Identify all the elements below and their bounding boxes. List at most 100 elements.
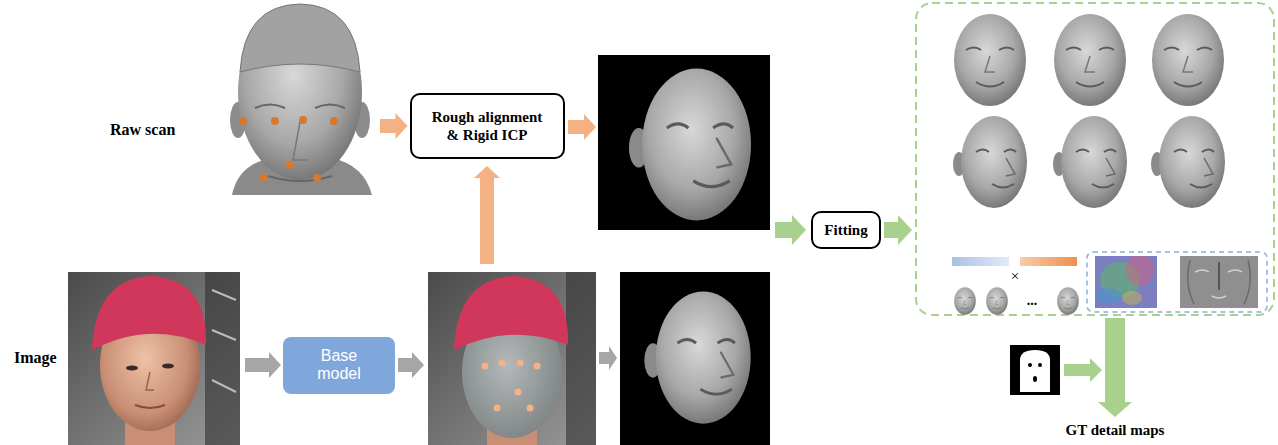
base-model-overlay: [482, 363, 489, 370]
masked-face-render: [644, 291, 750, 423]
model-box: Base model: [283, 337, 395, 394]
label-slot: ×: [1011, 268, 1019, 285]
fitting-results: [1180, 256, 1258, 308]
static-arrows: [1098, 318, 1132, 417]
fitting-results: [1188, 260, 1251, 304]
ellipsis-mark: ...: [1027, 293, 1038, 309]
base-model-overlay: [428, 272, 596, 445]
aligned-scan-render: [598, 55, 770, 230]
input-photo: [126, 366, 138, 371]
static-arrows: [775, 215, 806, 245]
fitting-results: [954, 14, 1026, 106]
base-model-overlay: [534, 363, 541, 370]
box-label: Rough alignment & Rigid ICP: [425, 108, 550, 144]
output-label: GT detail maps: [1066, 422, 1165, 439]
fitting-results: [1122, 291, 1142, 305]
aligned-scan-render: [629, 69, 751, 221]
raw-scan-render: [259, 174, 267, 182]
base-model-overlay: [527, 405, 534, 412]
fitting-results: [1053, 116, 1127, 208]
face-mask: [1028, 363, 1032, 367]
raw-scan-render: [268, 176, 332, 181]
fitting-results: [1095, 256, 1157, 308]
face-mask: [1020, 350, 1050, 392]
base-model-overlay: [454, 276, 568, 350]
raw-scan-render: [239, 117, 247, 125]
raw-scan-render: [271, 117, 279, 125]
fitting-results: [1020, 257, 1077, 266]
face-mask: [1010, 345, 1060, 395]
masked-face-render: [620, 272, 770, 445]
fitting-results: [953, 116, 1027, 208]
static-arrows: [599, 346, 617, 370]
base-model-overlay: [428, 272, 596, 445]
image-panel: Image: [8, 300, 243, 416]
raw-scan-render: [255, 105, 345, 109]
fitting-results: [1218, 262, 1220, 290]
block-arrow: [380, 113, 408, 139]
raw-scan-render: [299, 116, 307, 124]
fitting-results: [1087, 252, 1267, 312]
input-photo: [68, 272, 240, 445]
static-arrows: [474, 166, 500, 264]
fitting-results: [916, 3, 1274, 315]
raw-scan-render: [293, 122, 307, 160]
fitting-results: [1126, 256, 1154, 286]
static-arrows: [568, 114, 596, 140]
static-arrows: [398, 352, 424, 378]
raw-scan-render: [286, 161, 294, 169]
fitting-results: [952, 257, 1009, 266]
masked-face-render: [620, 272, 770, 445]
process-box: Fitting: [811, 211, 881, 249]
fitting-results: [954, 287, 976, 315]
input-photo: [68, 272, 240, 445]
static-arrows: [398, 114, 1132, 417]
input-photo: [205, 272, 240, 445]
input-photo: [68, 272, 240, 445]
fitting-results: [1152, 14, 1224, 106]
label-slot: ...: [1027, 293, 1038, 309]
static-arrows: [884, 215, 912, 245]
panel-heading: Image: [14, 349, 57, 367]
base-model-overlay: [499, 360, 506, 367]
base-model-overlay: [515, 389, 522, 396]
process-box: Rough alignment & Rigid ICP: [410, 93, 565, 159]
input-photo: [162, 364, 174, 369]
face-mask: [1010, 345, 1060, 395]
input-photo: [135, 405, 165, 408]
panel-heading: Raw scan: [110, 121, 175, 139]
face-mask: [1038, 363, 1042, 367]
fitting-results: [916, 3, 1274, 315]
aligned-scan-render: [598, 55, 770, 230]
raw-scan-render: [230, 4, 372, 195]
raw-scan-render: [330, 117, 338, 125]
operator-symbol: ×: [1011, 268, 1019, 285]
box-label: Base model: [308, 347, 370, 384]
image-panel: Raw scan: [100, 60, 378, 200]
base-model-overlay: [494, 405, 501, 412]
input-photo: [146, 372, 154, 390]
input-photo: [212, 290, 236, 392]
base-model-overlay: [517, 360, 524, 367]
face-mask: [1033, 376, 1037, 382]
aligned-scan-render: [629, 69, 751, 221]
fitting-results: [986, 287, 1008, 315]
fitting-results: [1054, 14, 1126, 106]
fitting-results: [1095, 288, 1122, 304]
static-arrows: [1064, 358, 1102, 382]
base-model-overlay: [566, 272, 596, 445]
input-photo: [92, 276, 206, 350]
fitting-results: [1151, 116, 1225, 208]
fitting-results: [1057, 287, 1079, 315]
raw-scan-render: [313, 174, 321, 182]
label-slot: GT detail maps: [1066, 422, 1165, 439]
box-label: Fitting: [824, 221, 867, 239]
raw-scan-render: [240, 4, 360, 72]
base-model-overlay: [428, 272, 596, 445]
masked-face-render: [644, 291, 750, 423]
block-arrow: [245, 352, 281, 378]
raw-scan-render: [238, 4, 362, 180]
